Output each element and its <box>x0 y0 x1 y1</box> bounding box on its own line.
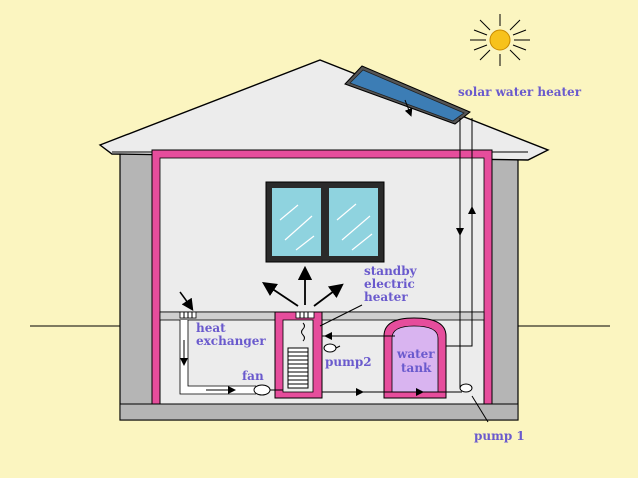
label-heat-exchanger-line2: exchanger <box>196 334 266 348</box>
roof <box>98 59 550 161</box>
pump-icon <box>323 343 341 353</box>
airflow-right-arrow <box>313 283 344 307</box>
label-water-tank-line1: water <box>397 347 435 361</box>
label-solar-water-heater: solar water heater <box>458 85 582 99</box>
fan-icon <box>253 384 283 396</box>
standby-leader-line <box>319 304 363 327</box>
heater-coil <box>287 347 309 389</box>
foundation-slab <box>119 403 519 421</box>
solar-pipe-up <box>446 118 473 347</box>
airflow-left-arrow <box>262 282 299 307</box>
label-water-tank-line2: tank <box>401 361 432 375</box>
window-icon <box>265 181 385 263</box>
pump-1 <box>459 383 473 393</box>
airflow-in-arrow <box>179 291 194 311</box>
label-standby-line1: standby <box>364 264 417 278</box>
label-standby-line2: electric <box>364 277 415 291</box>
label-standby-line3: heater <box>364 290 408 304</box>
pump1-leader-line <box>471 395 489 423</box>
floor-vent-left <box>179 311 197 319</box>
solar-panel-icon <box>344 65 471 125</box>
label-fan: fan <box>242 369 264 383</box>
label-pump2: pump2 <box>325 355 372 369</box>
standby-heater-element <box>301 322 305 342</box>
sun-icon <box>470 14 530 66</box>
water-tank <box>391 325 439 393</box>
label-heat-exchanger-line1: heat <box>196 321 226 335</box>
floor-vent-center <box>295 311 315 319</box>
label-pump1: pump 1 <box>474 429 525 443</box>
